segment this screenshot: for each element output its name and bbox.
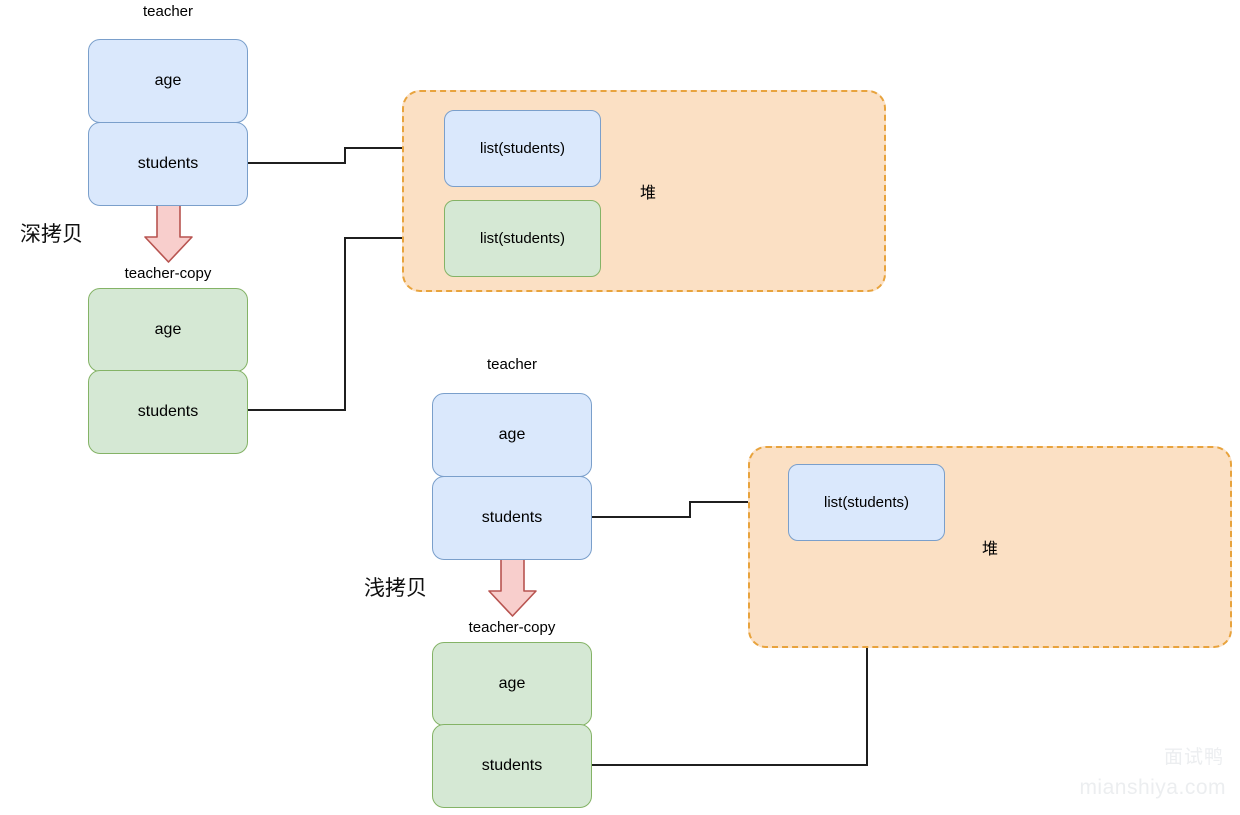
deep-source-field-age: age — [88, 39, 248, 123]
shallow-source-field-students-label: students — [481, 509, 543, 526]
deep-source-field-students-label: students — [137, 155, 199, 172]
shallow-copy-heap-object-blue: list(students) — [788, 464, 945, 541]
deep-copy-field-age: age — [88, 288, 248, 372]
deep-copy-heap-object-blue: list(students) — [444, 110, 601, 187]
shallow-copy-section-label: 浅拷贝 — [364, 577, 427, 600]
deep-copy-field-students: students — [88, 370, 248, 454]
shallow-source-field-age-label: age — [498, 426, 526, 443]
deep-copy-heap-label: 堆 — [640, 185, 657, 202]
deep-copy-heap-object-green: list(students) — [444, 200, 601, 277]
shallow-source-field-students: students — [432, 476, 592, 560]
shallow-copy-heap-label: 堆 — [982, 541, 999, 558]
watermark-brand: 面试鸭 — [1163, 747, 1224, 768]
shallow-copy-field-students-label: students — [481, 757, 543, 774]
shallow-copy-heap-object-blue-label: list(students) — [823, 494, 910, 511]
deep-copy-block-arrow — [144, 202, 193, 263]
deep-copy-heap-object-blue-label: list(students) — [479, 140, 566, 157]
shallow-source-object-caption: teacher — [486, 356, 538, 373]
deep-source-object-caption: teacher — [142, 3, 194, 20]
deep-source-field-age-label: age — [154, 72, 182, 89]
deep-copy-heap-object-green-label: list(students) — [479, 230, 566, 247]
deep-copy-object-caption: teacher-copy — [124, 265, 212, 282]
shallow-copy-object-caption: teacher-copy — [468, 619, 556, 636]
shallow-copy-field-age-label: age — [498, 675, 526, 692]
shallow-source-field-age: age — [432, 393, 592, 477]
shallow-copy-block-arrow — [488, 556, 537, 617]
shallow-copy-field-age: age — [432, 642, 592, 726]
deep-copy-field-age-label: age — [154, 321, 182, 338]
shallow-copy-heap-region: 堆 — [748, 446, 1232, 648]
deep-copy-field-students-label: students — [137, 403, 199, 420]
deep-source-field-students: students — [88, 122, 248, 206]
watermark-site: mianshiya.com — [1079, 776, 1226, 799]
shallow-copy-field-students: students — [432, 724, 592, 808]
deep-copy-section-label: 深拷贝 — [20, 223, 83, 246]
